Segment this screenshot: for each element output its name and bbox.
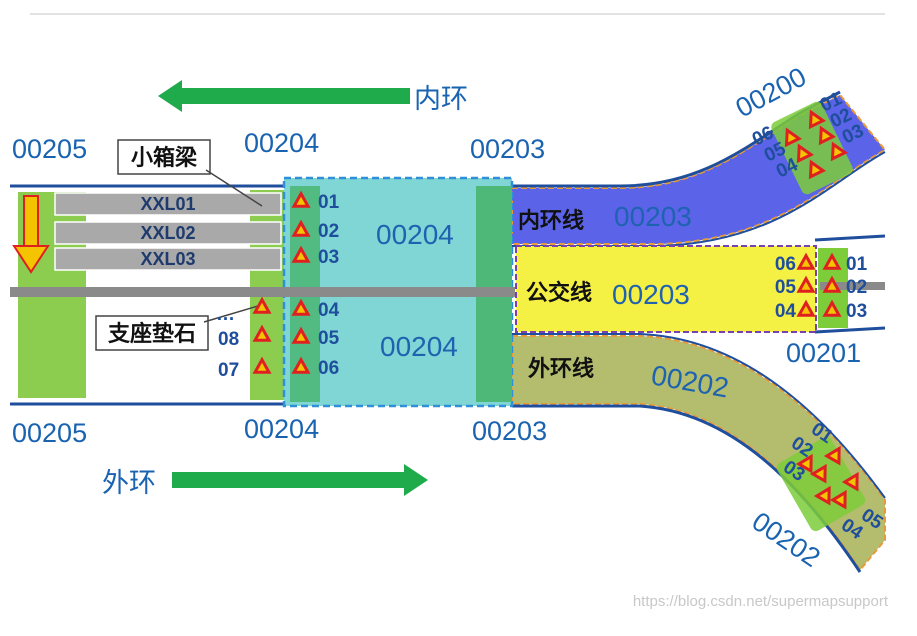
bus-line-code: 00203 xyxy=(612,279,690,310)
bearing-triangle-icon xyxy=(823,445,841,466)
bearing-number: 04 xyxy=(775,301,797,322)
bearing-triangle-icon xyxy=(822,299,842,317)
girder-xxl03 xyxy=(54,247,282,271)
callout-small-box-girder xyxy=(117,139,211,175)
outer-line-name: 外环线 xyxy=(528,356,594,381)
bearing-triangle-icon xyxy=(291,356,311,374)
bearing-number: 08 xyxy=(218,329,239,350)
bearing-number: 03 xyxy=(318,247,339,268)
pier-label-00205-bottom: 00205 xyxy=(12,418,87,448)
down-arrow-icon xyxy=(12,195,50,274)
bearing-number: 03 xyxy=(846,301,867,322)
watermark: https://blog.csdn.net/supermapsupport xyxy=(633,593,889,610)
bearing-triangle-icon xyxy=(291,245,311,263)
bearing-triangle-icon xyxy=(830,141,849,162)
callout-leader xyxy=(203,305,259,323)
outer-line-branch xyxy=(511,335,886,572)
bearing-number: 01 xyxy=(846,254,868,275)
bearing-number: 05 xyxy=(775,277,797,298)
bearing-number: 06 xyxy=(775,254,796,275)
span-label-upper: 00204 xyxy=(376,219,454,250)
bearing-triangle-icon xyxy=(252,296,272,314)
bus-line-branch xyxy=(515,245,817,333)
bearing-number: 05 xyxy=(318,328,340,349)
bearing-triangle-icon xyxy=(796,275,816,293)
girder-label: XXL01 xyxy=(140,194,195,214)
outer-line-edge-top xyxy=(512,333,886,499)
outer-direction-label: 外环 xyxy=(102,468,156,498)
bearing-triangle-icon xyxy=(808,109,827,130)
bearing-triangle-icon xyxy=(291,326,311,344)
bearing-number: 07 xyxy=(218,360,239,381)
pier-label-00205-top: 00205 xyxy=(12,134,87,164)
center-median xyxy=(10,287,515,297)
bus-line-name: 公交线 xyxy=(526,280,592,305)
girder-list: XXL01 XXL02 XXL03 xyxy=(54,192,282,271)
callout-bearing-pad xyxy=(95,315,209,351)
bearing-number: 04 xyxy=(318,300,340,321)
callout-bearing-pad-text: 支座垫石 xyxy=(108,321,196,346)
bearing-triangle-icon xyxy=(796,252,816,270)
inner-line-code: 00203 xyxy=(614,201,692,232)
pier-label-00201: 00201 xyxy=(786,338,861,368)
pier-label-00203-bottom: 00203 xyxy=(472,416,547,446)
bearing-number: 02 xyxy=(846,277,867,298)
pier-00200-cap xyxy=(771,101,853,195)
inner-line-name: 内环线 xyxy=(518,208,584,233)
callout-small-box-girder-text: 小箱梁 xyxy=(131,145,197,170)
bearing-number: 01 xyxy=(318,192,340,213)
bearing-triangle-icon xyxy=(784,127,803,148)
inner-direction-arrow xyxy=(158,80,410,112)
bearing-triangle-icon xyxy=(808,159,827,180)
pier-label-00204-bottom: 00204 xyxy=(244,414,319,444)
outer-line-edge-bottom xyxy=(512,404,862,573)
bearing-triangle-icon xyxy=(291,190,311,208)
bearing-triangle-icon xyxy=(841,471,859,492)
girder-xxl01 xyxy=(54,192,282,216)
girder-label: XXL03 xyxy=(140,249,195,269)
bearing-number: 06 xyxy=(318,358,339,379)
bearing-triangle-icon xyxy=(252,356,272,374)
bearing-triangle-icon xyxy=(809,463,827,484)
inner-direction-label: 内环 xyxy=(414,84,468,114)
girder-xxl02 xyxy=(54,221,282,245)
outer-direction-arrow xyxy=(172,464,428,496)
bearing-triangle-icon xyxy=(813,485,831,506)
bearing-triangle-icon xyxy=(796,143,815,164)
pier-label-00204-top: 00204 xyxy=(244,128,319,158)
ellipsis-mark: … xyxy=(216,304,235,325)
bearing-triangle-icon xyxy=(252,324,272,342)
bearing-triangle-icon xyxy=(822,252,842,270)
inner-line-edge-bottom xyxy=(512,151,886,247)
bearing-triangle-icon xyxy=(795,453,813,474)
bearing-triangle-icon xyxy=(291,298,311,316)
pier-label-00203-top: 00203 xyxy=(470,134,545,164)
bus-line-edge-top xyxy=(814,234,886,242)
bearing-triangle-icon xyxy=(818,125,837,146)
span-label-lower: 00204 xyxy=(380,331,458,362)
center-median-right xyxy=(820,282,885,290)
bearing-triangle-icon xyxy=(796,299,816,317)
bearing-number: 02 xyxy=(318,221,339,242)
bearing-triangle-icon xyxy=(822,275,842,293)
bearing-triangle-icon xyxy=(291,219,311,237)
bus-line-edge-bottom xyxy=(814,326,886,334)
callout-leader xyxy=(205,169,263,207)
girder-label: XXL02 xyxy=(140,223,195,243)
bearing-triangle-icon xyxy=(829,489,847,510)
